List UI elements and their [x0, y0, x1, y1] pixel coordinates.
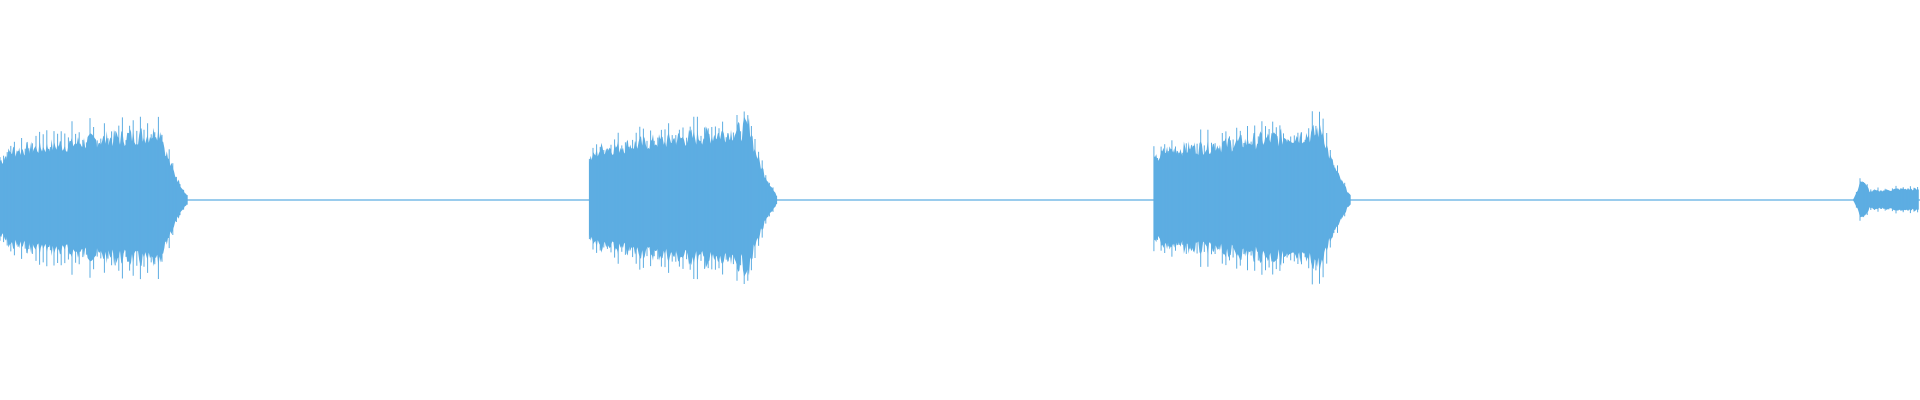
waveform-segment	[1153, 121, 1351, 273]
waveform-segments	[0, 111, 1919, 285]
waveform-segment	[1852, 180, 1919, 218]
